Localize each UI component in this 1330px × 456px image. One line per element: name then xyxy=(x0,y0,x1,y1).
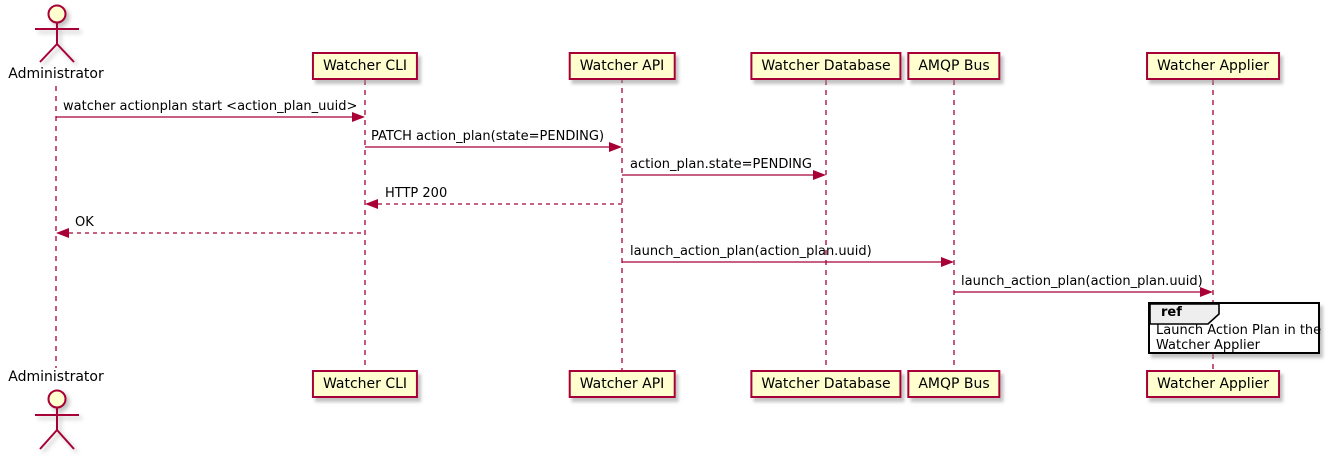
ref-text-line-1: Launch Action Plan in the xyxy=(1156,323,1322,338)
participant-amqp-bus-top: AMQP Bus xyxy=(907,52,1001,80)
participant-watcher-applier-bottom: Watcher Applier xyxy=(1146,370,1280,398)
actor-label-top: Administrator xyxy=(8,66,104,82)
message-label-5: OK xyxy=(75,215,94,230)
message-arrowhead-6 xyxy=(941,257,954,267)
message-arrowhead-5 xyxy=(56,228,69,238)
actor-icon-bottom xyxy=(35,389,79,450)
message-arrowhead-4 xyxy=(365,199,378,209)
message-label-1: watcher actionplan start <action_plan_uu… xyxy=(63,99,358,114)
ref-text: Launch Action Plan in the Watcher Applie… xyxy=(1156,323,1321,353)
participant-watcher-cli-bottom: Watcher CLI xyxy=(311,370,419,398)
ref-text-line-2: Watcher Applier xyxy=(1156,338,1260,353)
participant-watcher-applier-top: Watcher Applier xyxy=(1146,52,1280,80)
participant-amqp-bus-bottom: AMQP Bus xyxy=(907,370,1001,398)
message-label-7: launch_action_plan(action_plan.uuid) xyxy=(961,274,1203,289)
message-label-4: HTTP 200 xyxy=(385,186,448,201)
message-label-2: PATCH action_plan(state=PENDING) xyxy=(371,129,605,144)
message-label-6: launch_action_plan(action_plan.uuid) xyxy=(630,244,872,259)
participant-watcher-api-top: Watcher API xyxy=(568,52,676,80)
participant-watcher-api-bottom: Watcher API xyxy=(568,370,676,398)
participant-watcher-database-bottom: Watcher Database xyxy=(750,370,902,398)
message-arrowhead-3 xyxy=(813,170,826,180)
message-label-3: action_plan.state=PENDING xyxy=(630,157,812,172)
participant-watcher-database-top: Watcher Database xyxy=(750,52,902,80)
actor-icon xyxy=(35,4,79,63)
message-arrowhead-2 xyxy=(609,142,622,152)
ref-fragment: ref Launch Action Plan in the Watcher Ap… xyxy=(1148,302,1321,354)
ref-tab-shape xyxy=(1149,303,1220,325)
actor-label-bottom: Administrator xyxy=(8,369,104,385)
participant-watcher-cli-top: Watcher CLI xyxy=(311,52,419,80)
ref-keyword: ref xyxy=(1161,305,1182,320)
